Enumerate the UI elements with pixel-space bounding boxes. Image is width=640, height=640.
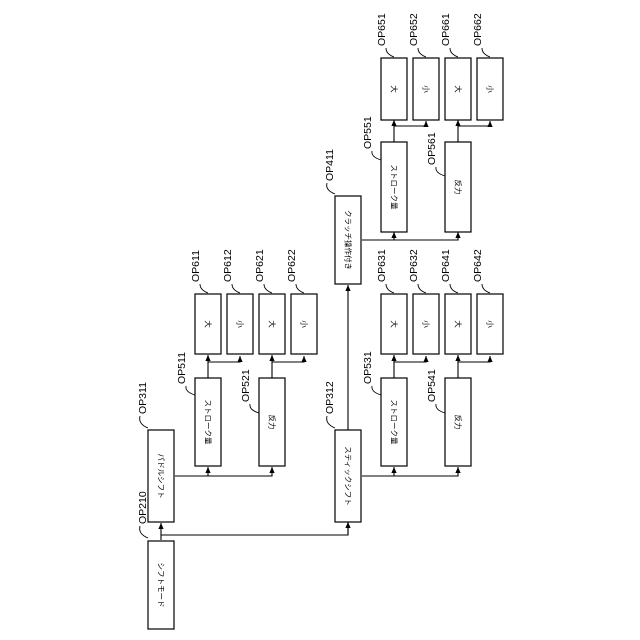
ref-label-op210: OP210 — [137, 491, 149, 524]
ref-label-op652: OP652 — [408, 13, 420, 46]
ref-label-op541: OP541 — [426, 369, 438, 402]
ref-label-op621: OP621 — [254, 249, 266, 282]
node-text-op631: 大 — [390, 320, 400, 328]
node-text-op611: 大 — [204, 320, 214, 328]
ref-label-op511: OP511 — [176, 352, 188, 384]
node-text-op632: 小 — [422, 320, 431, 328]
node-boxes — [148, 58, 503, 629]
node-text-op210: シフトモード — [157, 563, 166, 608]
ref-label-op632: OP632 — [408, 249, 420, 282]
node-text-op551: ストローク量 — [390, 165, 399, 210]
node-text-op541: 反力 — [454, 415, 464, 430]
ref-label-op521: OP521 — [240, 369, 252, 402]
ref-label-op642: OP642 — [472, 249, 484, 282]
node-text-op311: パドルシフト — [157, 453, 166, 498]
ref-label-op551: OP551 — [362, 116, 374, 149]
node-text-op652: 小 — [422, 85, 431, 93]
node-text-op662: 小 — [486, 85, 495, 93]
ref-label-op312: OP312 — [324, 381, 336, 414]
ref-label-op641: OP641 — [440, 249, 452, 282]
node-text-op561: 反力 — [454, 180, 464, 195]
ref-label-op311: OP311 — [137, 382, 149, 414]
node-text-op511: ストローク量 — [204, 400, 213, 445]
node-text-op642: 小 — [486, 320, 495, 328]
ref-label-op662: OP662 — [472, 13, 484, 46]
ref-label-op561: OP561 — [426, 132, 438, 165]
ref-label-op651: OP651 — [376, 13, 388, 46]
node-text-op411: クラッチ操作付き — [344, 210, 354, 270]
node-text-op521: 反力 — [268, 415, 278, 430]
ref-label-op531: OP531 — [362, 351, 374, 384]
node-text-op641: 大 — [454, 320, 464, 328]
node-text-op622: 小 — [300, 320, 309, 328]
ref-label-op622: OP622 — [286, 249, 298, 282]
node-text-op531: ストローク量 — [390, 400, 399, 445]
ref-label-op611: OP611 — [190, 250, 202, 282]
node-text-op661: 大 — [454, 85, 464, 93]
node-text-op621: 大 — [268, 320, 278, 328]
ref-label-op411: OP411 — [324, 149, 336, 181]
node-text-op651: 大 — [390, 85, 400, 93]
ref-label-op661: OP661 — [440, 13, 452, 46]
ref-label-op612: OP612 — [222, 249, 234, 282]
node-text-op612: 小 — [236, 320, 245, 328]
ref-label-op631: OP631 — [376, 249, 388, 282]
node-text-op312: スティックシフト — [344, 446, 353, 506]
